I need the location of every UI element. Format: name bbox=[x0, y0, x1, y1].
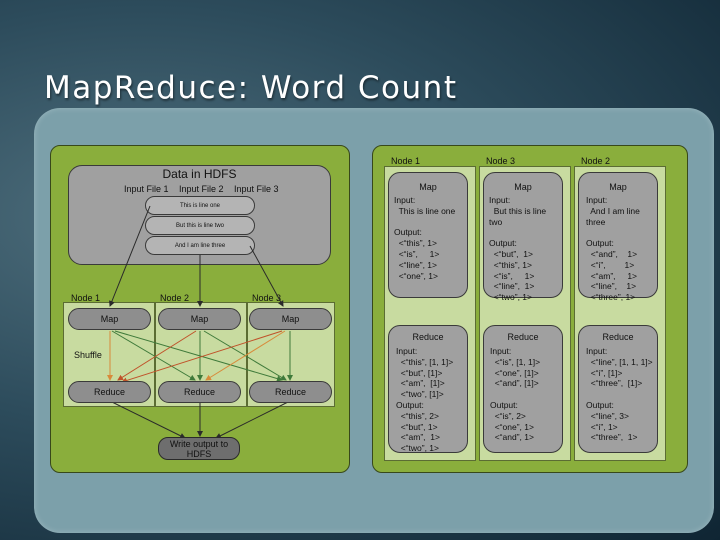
right-map-1-box bbox=[388, 172, 468, 298]
right-reduce-3-text: Input: <“is”, [1, 1]> <“one”, [1]> <“and… bbox=[490, 346, 541, 443]
right-reduce-2-text: Input: <“line”, [1, 1, 1]> <“i”, [1]> <“… bbox=[586, 346, 653, 443]
right-map-2-box bbox=[578, 172, 658, 298]
input-file-2-label: Input File 2 bbox=[179, 184, 224, 194]
slide-title: MapReduce: Word Count bbox=[44, 70, 458, 106]
right-reduce-2-box bbox=[578, 325, 658, 453]
right-node-2-label: Node 2 bbox=[581, 156, 611, 166]
arrow-input1-to-map1 bbox=[109, 205, 151, 307]
right-map-3-box bbox=[483, 172, 563, 298]
left-node-2-label: Node 2 bbox=[160, 293, 190, 303]
right-reduce-1-title: Reduce bbox=[412, 332, 444, 342]
input-line-3: And I am line three bbox=[145, 236, 255, 255]
input-line-1: This is line one bbox=[145, 196, 255, 215]
right-map-2-text: Input: And I am line three Output: <“and… bbox=[586, 195, 640, 303]
shuffle-map1-reduce2 bbox=[111, 330, 196, 381]
input-file-1-label: Input File 1 bbox=[124, 184, 169, 194]
write-output-box: Write output to HDFS bbox=[158, 437, 240, 460]
shuffle-map3-reduce2 bbox=[205, 330, 286, 381]
left-map-1: Map bbox=[68, 308, 151, 330]
left-reduce-2: Reduce bbox=[158, 381, 241, 403]
right-node-3-label: Node 3 bbox=[486, 156, 516, 166]
right-map-1-text: Input: This is line one Output: <“this”,… bbox=[394, 195, 456, 281]
shuffle-map3-reduce1 bbox=[121, 330, 283, 384]
arrow-reduce1-to-output bbox=[111, 401, 186, 439]
right-reduce-1-text: Input: <“this”, [1, 1]> <“but”, [1]> <“a… bbox=[396, 346, 454, 454]
left-node-1-label: Node 1 bbox=[71, 293, 101, 303]
left-node-3-label: Node 3 bbox=[252, 293, 282, 303]
input-file-3-label: Input File 3 bbox=[234, 184, 279, 194]
arrow-input3-to-map3 bbox=[249, 245, 284, 307]
left-reduce-3: Reduce bbox=[249, 381, 332, 403]
left-reduce-1: Reduce bbox=[68, 381, 151, 403]
arrow-reduce3-to-output bbox=[215, 401, 289, 439]
left-map-2: Map bbox=[158, 308, 241, 330]
right-reduce-3-title: Reduce bbox=[507, 332, 539, 342]
hdfs-title: Data in HDFS bbox=[162, 167, 237, 181]
right-node-1-label: Node 1 bbox=[391, 156, 421, 166]
left-map-3: Map bbox=[249, 308, 332, 330]
right-reduce-2-title: Reduce bbox=[602, 332, 634, 342]
right-map-3-title: Map bbox=[514, 182, 532, 192]
shuffle-map2-reduce1 bbox=[117, 330, 197, 381]
right-map-1-title: Map bbox=[419, 182, 437, 192]
right-map-3-text: Input: But this is line two Output: <“bu… bbox=[489, 195, 547, 303]
right-map-2-title: Map bbox=[609, 182, 627, 192]
shuffle-map1-reduce3 bbox=[114, 330, 283, 382]
shuffle-label: Shuffle bbox=[74, 350, 102, 360]
right-reduce-3-box bbox=[483, 325, 563, 453]
input-line-2: But this is line two bbox=[145, 216, 255, 235]
right-reduce-1-box bbox=[388, 325, 468, 453]
